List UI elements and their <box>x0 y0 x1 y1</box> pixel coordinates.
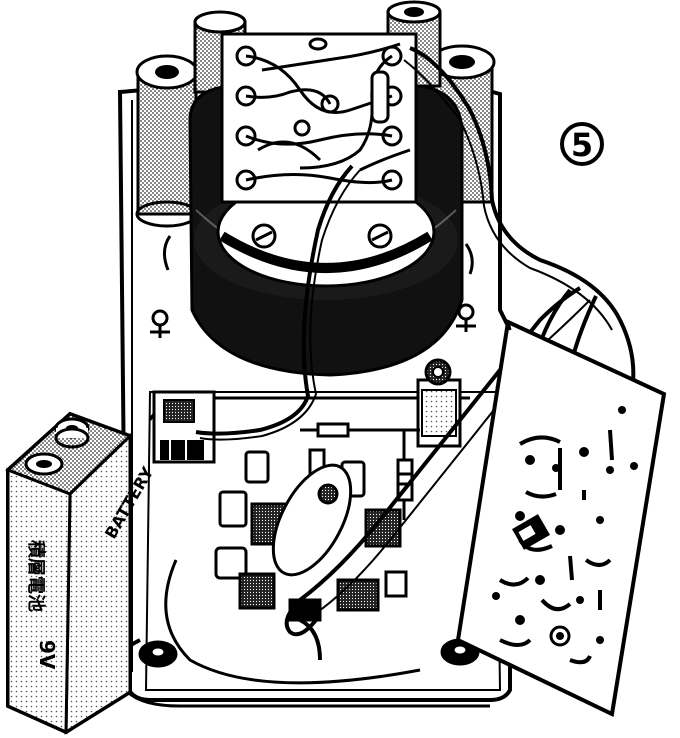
magnet-screws <box>251 223 393 249</box>
resistors <box>300 422 420 520</box>
left-bobbin <box>135 54 199 228</box>
battery <box>5 411 133 735</box>
step-badge: 5 <box>560 122 604 166</box>
battery-kanji-label: 積層電池 <box>25 539 47 612</box>
battery-voltage-label: 9V <box>35 640 59 670</box>
step-number: 5 <box>571 126 593 164</box>
slide-switch <box>152 390 216 464</box>
circuit-board <box>455 319 667 717</box>
battery-terminals <box>24 417 90 476</box>
terminal-board <box>220 32 418 204</box>
chassis-screws <box>150 235 476 338</box>
mounting-posts <box>138 638 480 668</box>
